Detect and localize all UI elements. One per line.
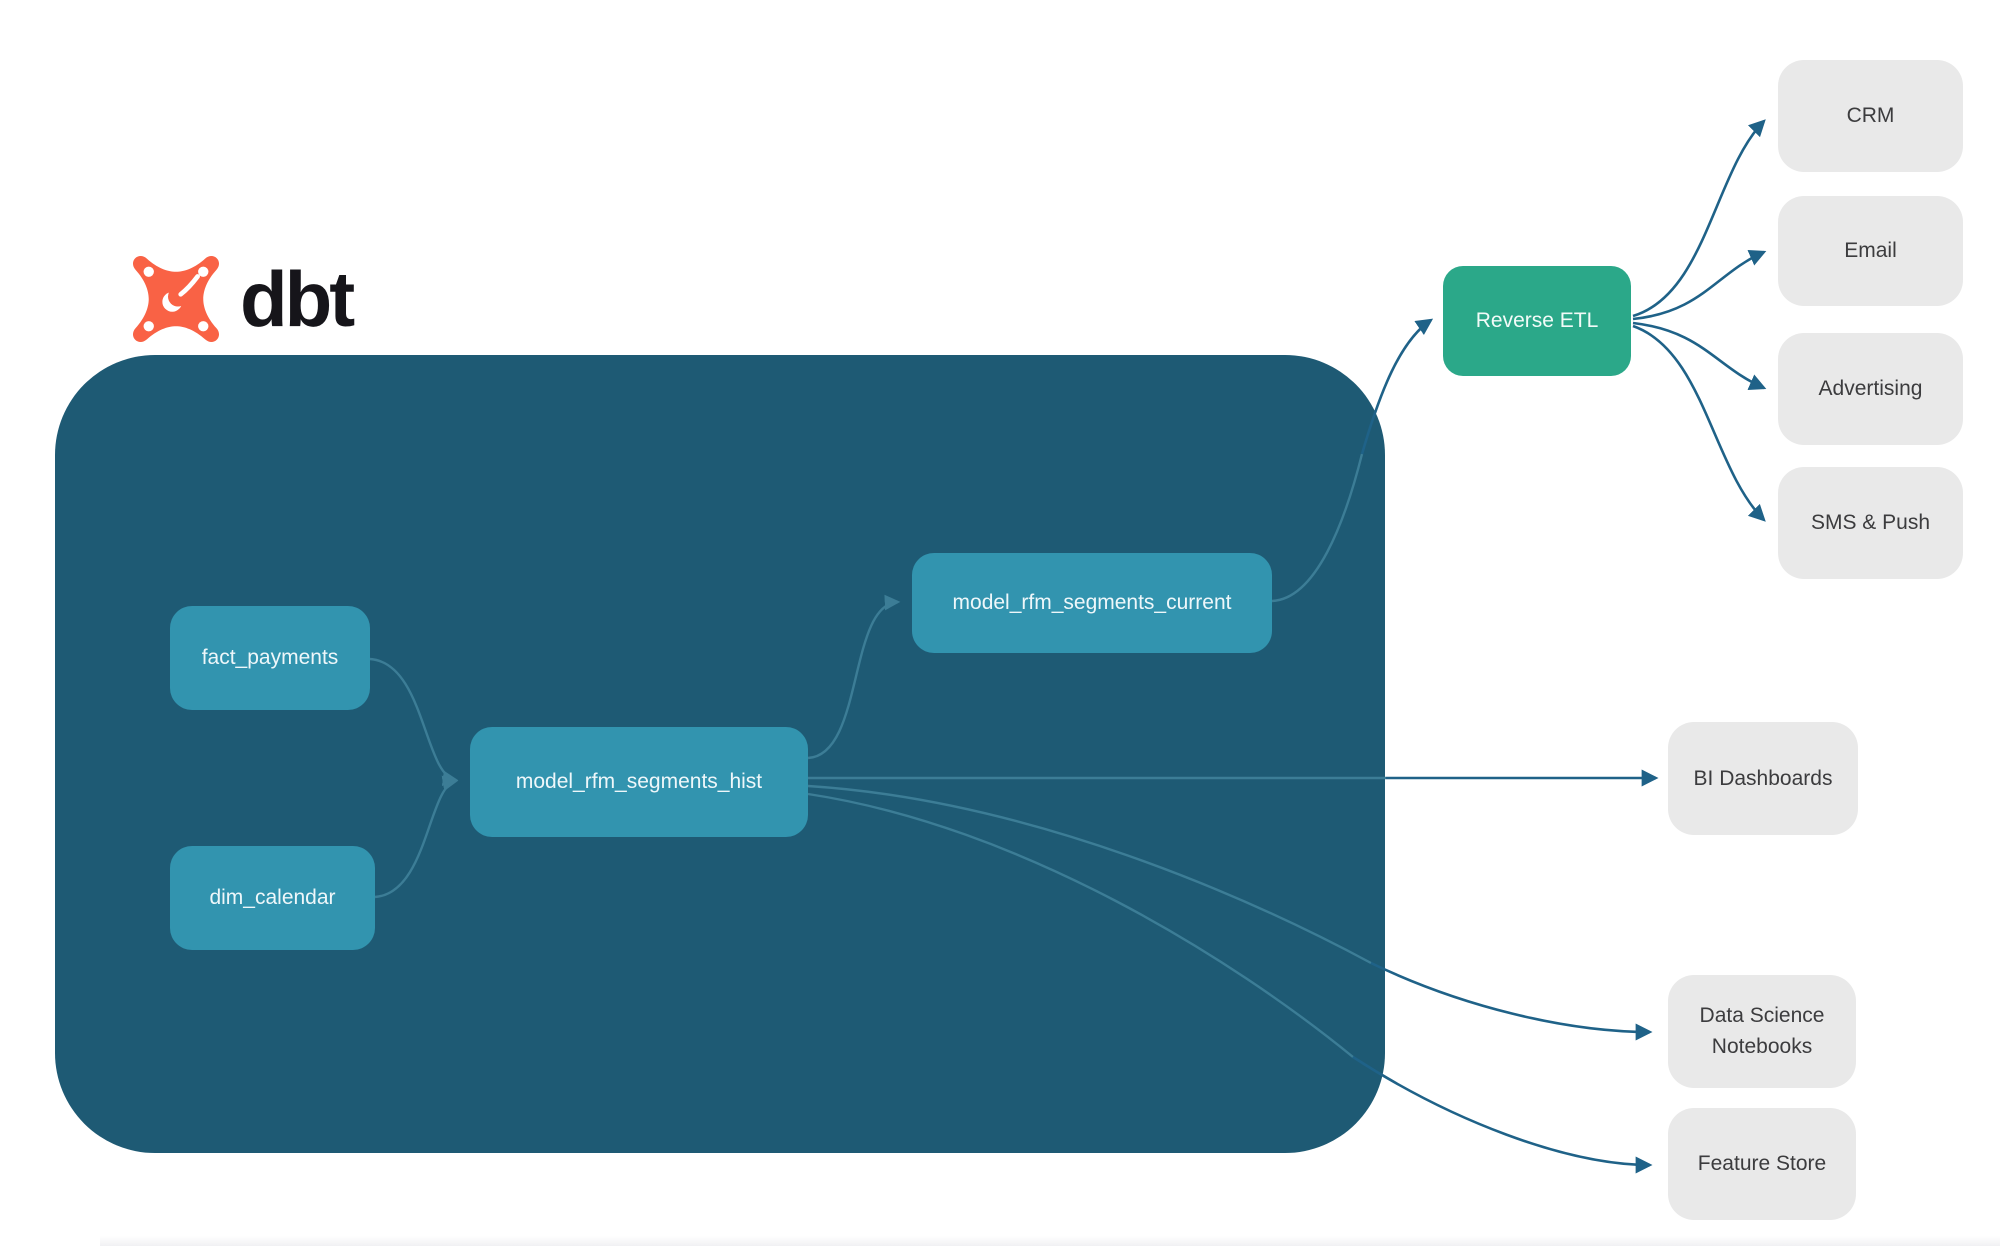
node-dim-calendar: dim_calendar bbox=[170, 846, 375, 950]
node-label: Reverse ETL bbox=[1475, 309, 1599, 332]
node-label: Feature Store bbox=[1697, 1152, 1827, 1175]
edge-current-to-reverseetl bbox=[1360, 318, 1434, 455]
node-label: Advertising bbox=[1818, 377, 1923, 400]
node-label: SMS & Push bbox=[1810, 511, 1931, 534]
node-label: Email bbox=[1844, 239, 1897, 262]
dbt-logo: dbt bbox=[126, 252, 355, 346]
edge-current-to-reverseetl-inner bbox=[1271, 453, 1364, 603]
node-reverse-etl: Reverse ETL bbox=[1443, 266, 1631, 376]
edge-dim-calendar-to-hist bbox=[374, 775, 459, 899]
node-advertising: Advertising bbox=[1778, 333, 1963, 445]
node-crm: CRM bbox=[1778, 60, 1963, 172]
dbt-logo-text: dbt bbox=[240, 255, 355, 343]
edge-hist-to-featurestore-inner bbox=[807, 792, 1354, 1058]
node-label: CRM bbox=[1846, 104, 1895, 127]
node-fact-payments: fact_payments bbox=[170, 606, 370, 710]
bottom-edge-shadow bbox=[100, 1236, 2000, 1246]
edge-hist-to-notebooks-inner bbox=[807, 784, 1372, 965]
node-email: Email bbox=[1778, 196, 1963, 306]
node-sms-push: SMS & Push bbox=[1778, 467, 1963, 579]
node-label: fact_payments bbox=[201, 646, 339, 669]
edge-reverseetl-to-smspush bbox=[1632, 324, 1766, 522]
node-label: Data Science Notebooks bbox=[1699, 1004, 1825, 1058]
edge-hist-to-current bbox=[807, 594, 901, 760]
edge-fact-payments-to-hist bbox=[369, 657, 459, 787]
node-label: dim_calendar bbox=[209, 886, 336, 909]
node-label: model_rfm_segments_current bbox=[952, 591, 1232, 614]
edge-reverseetl-to-advertising bbox=[1632, 321, 1767, 390]
dbt-star-icon bbox=[132, 255, 220, 343]
edge-hist-to-feature-store bbox=[1352, 1055, 1653, 1174]
node-model-rfm-segments-hist: model_rfm_segments_hist bbox=[470, 727, 808, 837]
edge-reverseetl-to-crm bbox=[1632, 119, 1766, 318]
node-label: model_rfm_segments_hist bbox=[515, 770, 763, 793]
node-feature-store: Feature Store bbox=[1668, 1108, 1856, 1220]
node-model-rfm-segments-current: model_rfm_segments_current bbox=[912, 553, 1272, 653]
node-label: BI Dashboards bbox=[1693, 766, 1833, 790]
edge-hist-to-ds-notebooks bbox=[1370, 961, 1653, 1041]
node-data-science-notebooks: Data Science Notebooks bbox=[1668, 975, 1856, 1088]
edge-reverseetl-to-email bbox=[1632, 250, 1767, 321]
node-bi-dashboards: BI Dashboards bbox=[1668, 722, 1858, 835]
